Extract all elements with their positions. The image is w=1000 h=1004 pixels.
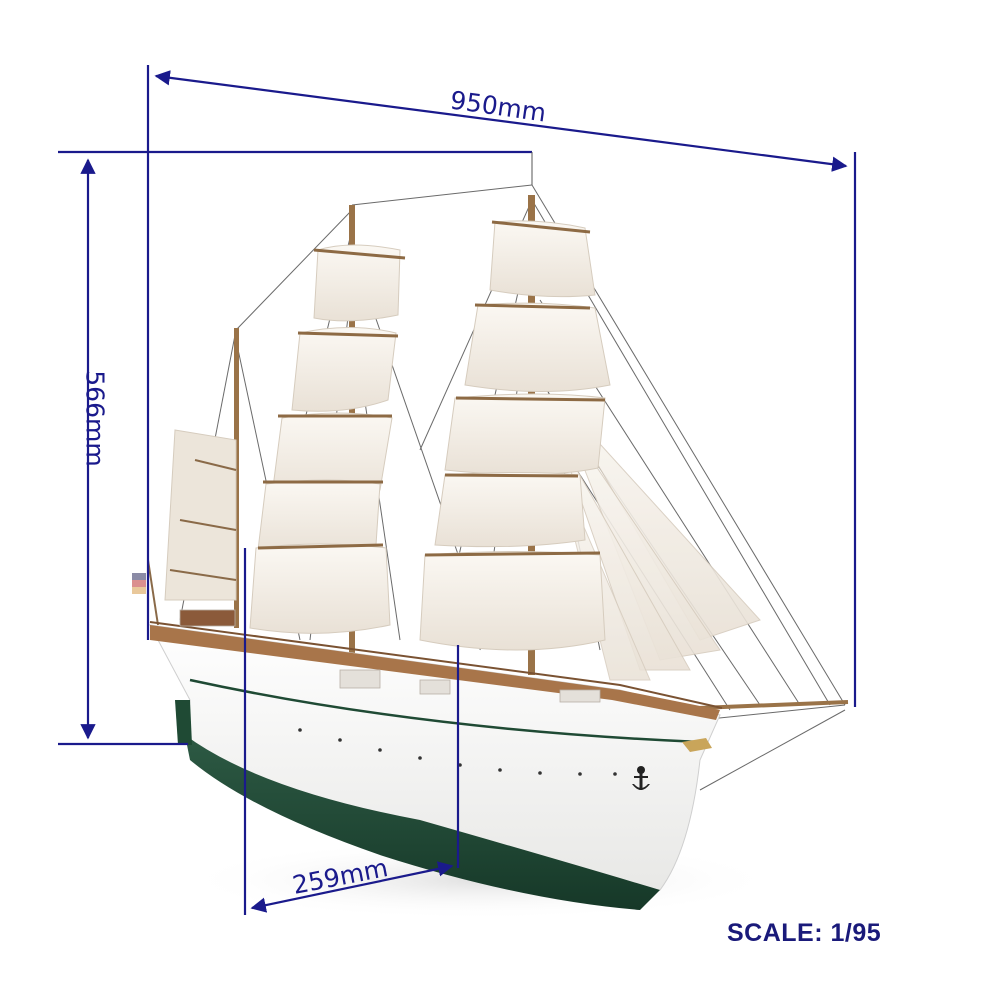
mizzen-mast	[164, 328, 239, 628]
deck-fittings	[179, 609, 601, 703]
scale-label: SCALE: 1/95	[727, 919, 882, 947]
main-mast	[249, 205, 406, 655]
dimension-lines	[58, 65, 857, 915]
beam-arrow	[250, 861, 454, 913]
length-arrow	[154, 70, 848, 172]
height-dimension-label: 566mm	[80, 370, 110, 467]
hull	[149, 609, 723, 910]
figurehead	[682, 738, 712, 752]
anchor-emblem	[632, 766, 650, 790]
fore-mast	[419, 195, 611, 675]
stern-flag	[132, 559, 159, 626]
